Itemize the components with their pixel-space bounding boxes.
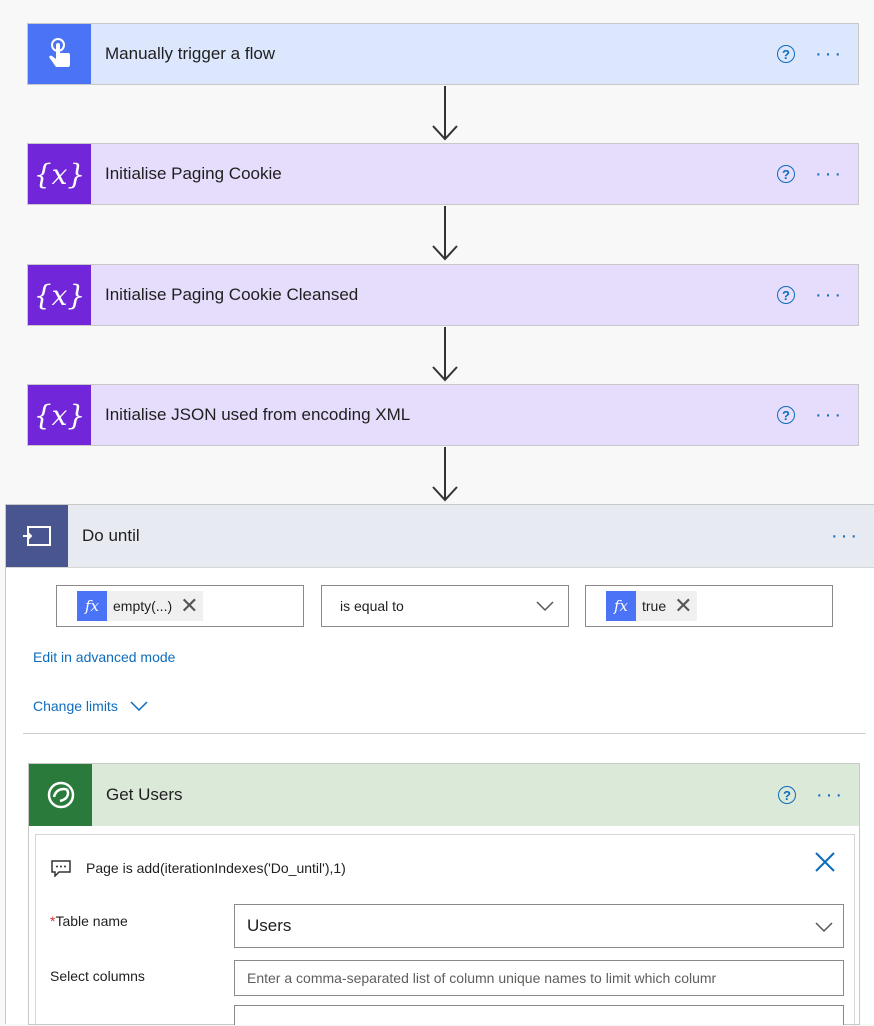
table-name-label: *Table name xyxy=(50,913,128,929)
operator-value: is equal to xyxy=(340,598,404,614)
get-users-body: Page is add(iterationIndexes('Do_until')… xyxy=(35,834,855,1026)
table-name-label-text: Table name xyxy=(55,913,128,929)
token-text: true xyxy=(642,598,667,614)
do-until-container: Do until ··· fx empty(...) ✕ is equal to… xyxy=(5,504,874,1026)
condition-operator-select[interactable]: is equal to xyxy=(321,585,569,627)
get-users-header[interactable]: Get Users ? ··· xyxy=(29,764,859,826)
more-options-icon[interactable]: ··· xyxy=(816,784,845,806)
help-icon[interactable]: ? xyxy=(777,286,796,304)
expression-token[interactable]: fx true ✕ xyxy=(606,591,697,621)
step-card-init-paging-cookie-cleansed[interactable]: {x} Initialise Paging Cookie Cleansed ? … xyxy=(27,264,859,326)
remove-token-icon[interactable]: ✕ xyxy=(674,593,693,618)
step-title: Initialise Paging Cookie Cleansed xyxy=(105,285,359,304)
step-title: Manually trigger a flow xyxy=(105,44,276,63)
comment-icon xyxy=(51,860,71,877)
table-name-select[interactable]: Users xyxy=(234,904,844,948)
edit-advanced-mode-link[interactable]: Edit in advanced mode xyxy=(33,649,176,665)
comment-note[interactable]: Page is add(iterationIndexes('Do_until')… xyxy=(50,859,346,877)
more-options-icon[interactable]: ··· xyxy=(815,404,844,426)
step-card-init-json[interactable]: {x} Initialise JSON used from encoding X… xyxy=(27,384,859,446)
next-field-input[interactable] xyxy=(234,1005,844,1025)
change-limits-link[interactable]: Change limits xyxy=(33,698,148,714)
variable-icon: {x} xyxy=(28,385,91,445)
select-columns-placeholder: Enter a comma-separated list of column u… xyxy=(247,970,717,986)
variable-icon: {x} xyxy=(28,144,91,204)
step-title: Initialise Paging Cookie xyxy=(105,164,282,183)
condition-left-operand[interactable]: fx empty(...) ✕ xyxy=(56,585,304,627)
arrow-down-icon xyxy=(432,206,458,261)
variable-icon: {x} xyxy=(28,265,91,325)
chevron-down-icon xyxy=(130,701,148,711)
required-marker: * xyxy=(50,913,56,929)
step-card-init-paging-cookie[interactable]: {x} Initialise Paging Cookie ? ··· xyxy=(27,143,859,205)
remove-token-icon[interactable]: ✕ xyxy=(180,593,199,618)
help-icon[interactable]: ? xyxy=(778,786,797,804)
chevron-down-icon xyxy=(815,922,833,933)
comment-text: Page is add(iterationIndexes('Do_until')… xyxy=(86,860,346,876)
step-card-trigger[interactable]: Manually trigger a flow ? ··· xyxy=(27,23,859,85)
expression-token[interactable]: fx empty(...) ✕ xyxy=(77,591,203,621)
more-options-icon[interactable]: ··· xyxy=(815,284,844,306)
select-columns-label: Select columns xyxy=(50,968,145,984)
change-limits-label: Change limits xyxy=(33,698,118,714)
get-users-title: Get Users xyxy=(106,785,183,804)
step-title: Initialise JSON used from encoding XML xyxy=(105,405,411,424)
more-options-icon[interactable]: ··· xyxy=(815,43,844,65)
dataverse-icon xyxy=(29,764,92,826)
arrow-down-icon xyxy=(432,327,458,382)
do-until-header[interactable]: Do until ··· xyxy=(6,505,874,568)
close-icon[interactable] xyxy=(814,851,836,873)
loop-icon xyxy=(6,505,68,567)
table-name-value: Users xyxy=(247,916,292,935)
arrow-down-icon xyxy=(432,86,458,141)
arrow-down-icon xyxy=(432,447,458,502)
chevron-down-icon xyxy=(536,601,554,612)
touch-icon xyxy=(28,24,91,84)
select-columns-input[interactable]: Enter a comma-separated list of column u… xyxy=(234,960,844,996)
more-options-icon[interactable]: ··· xyxy=(815,163,844,185)
fx-icon: fx xyxy=(606,591,636,621)
get-users-card: Get Users ? ··· Page is add(iterationInd… xyxy=(28,763,860,1026)
condition-right-operand[interactable]: fx true ✕ xyxy=(585,585,833,627)
more-options-icon[interactable]: ··· xyxy=(831,525,860,547)
divider xyxy=(23,733,866,734)
help-icon[interactable]: ? xyxy=(777,45,796,63)
help-icon[interactable]: ? xyxy=(777,406,796,424)
fx-icon: fx xyxy=(77,591,107,621)
help-icon[interactable]: ? xyxy=(777,165,796,183)
token-text: empty(...) xyxy=(113,598,173,614)
do-until-title: Do until xyxy=(82,526,140,545)
